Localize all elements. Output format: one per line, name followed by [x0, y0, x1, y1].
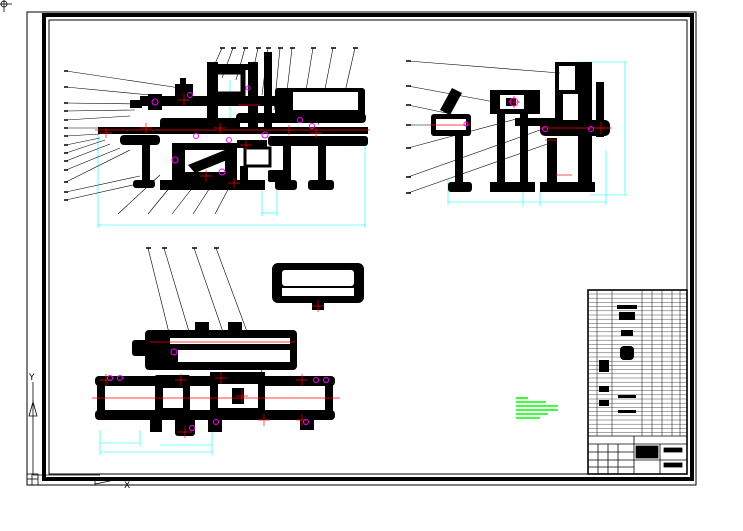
side-view-dimensions	[447, 61, 628, 206]
technical-notes	[516, 397, 558, 419]
origin-marker	[0, 0, 12, 12]
top-view-machine	[95, 322, 335, 436]
side-view-leader-ticks	[406, 60, 411, 194]
detail-view-shape	[272, 263, 364, 312]
top-view-dimensions	[99, 430, 213, 455]
side-view-magenta-marks	[463, 97, 594, 132]
bom-fills	[599, 305, 637, 413]
ucs-y-label: Y	[28, 373, 35, 383]
front-view-hole-marks	[95, 94, 370, 188]
front-view-leader-ticks-left	[64, 70, 68, 201]
bom-rows	[588, 293, 687, 433]
top-view[interactable]	[92, 247, 340, 455]
ucs-icon: Y X	[26, 373, 130, 491]
front-view-dimensions	[97, 80, 366, 228]
side-view-leaders	[407, 60, 561, 194]
top-view-hole-marks	[92, 341, 340, 438]
front-view-leaders-left	[65, 70, 181, 201]
front-view[interactable]	[64, 47, 370, 228]
top-view-magenta-marks	[107, 348, 329, 431]
bom-table	[596, 290, 681, 436]
title-block-lower	[588, 435, 687, 474]
front-view-magenta-marks	[151, 85, 315, 176]
detail-view[interactable]	[272, 263, 364, 312]
side-view[interactable]	[406, 60, 628, 206]
title-block[interactable]	[587, 289, 688, 475]
sheet-border	[26, 11, 697, 486]
front-view-machine	[98, 52, 368, 190]
side-view-machine	[431, 62, 610, 192]
ucs-x-label: X	[124, 481, 130, 491]
